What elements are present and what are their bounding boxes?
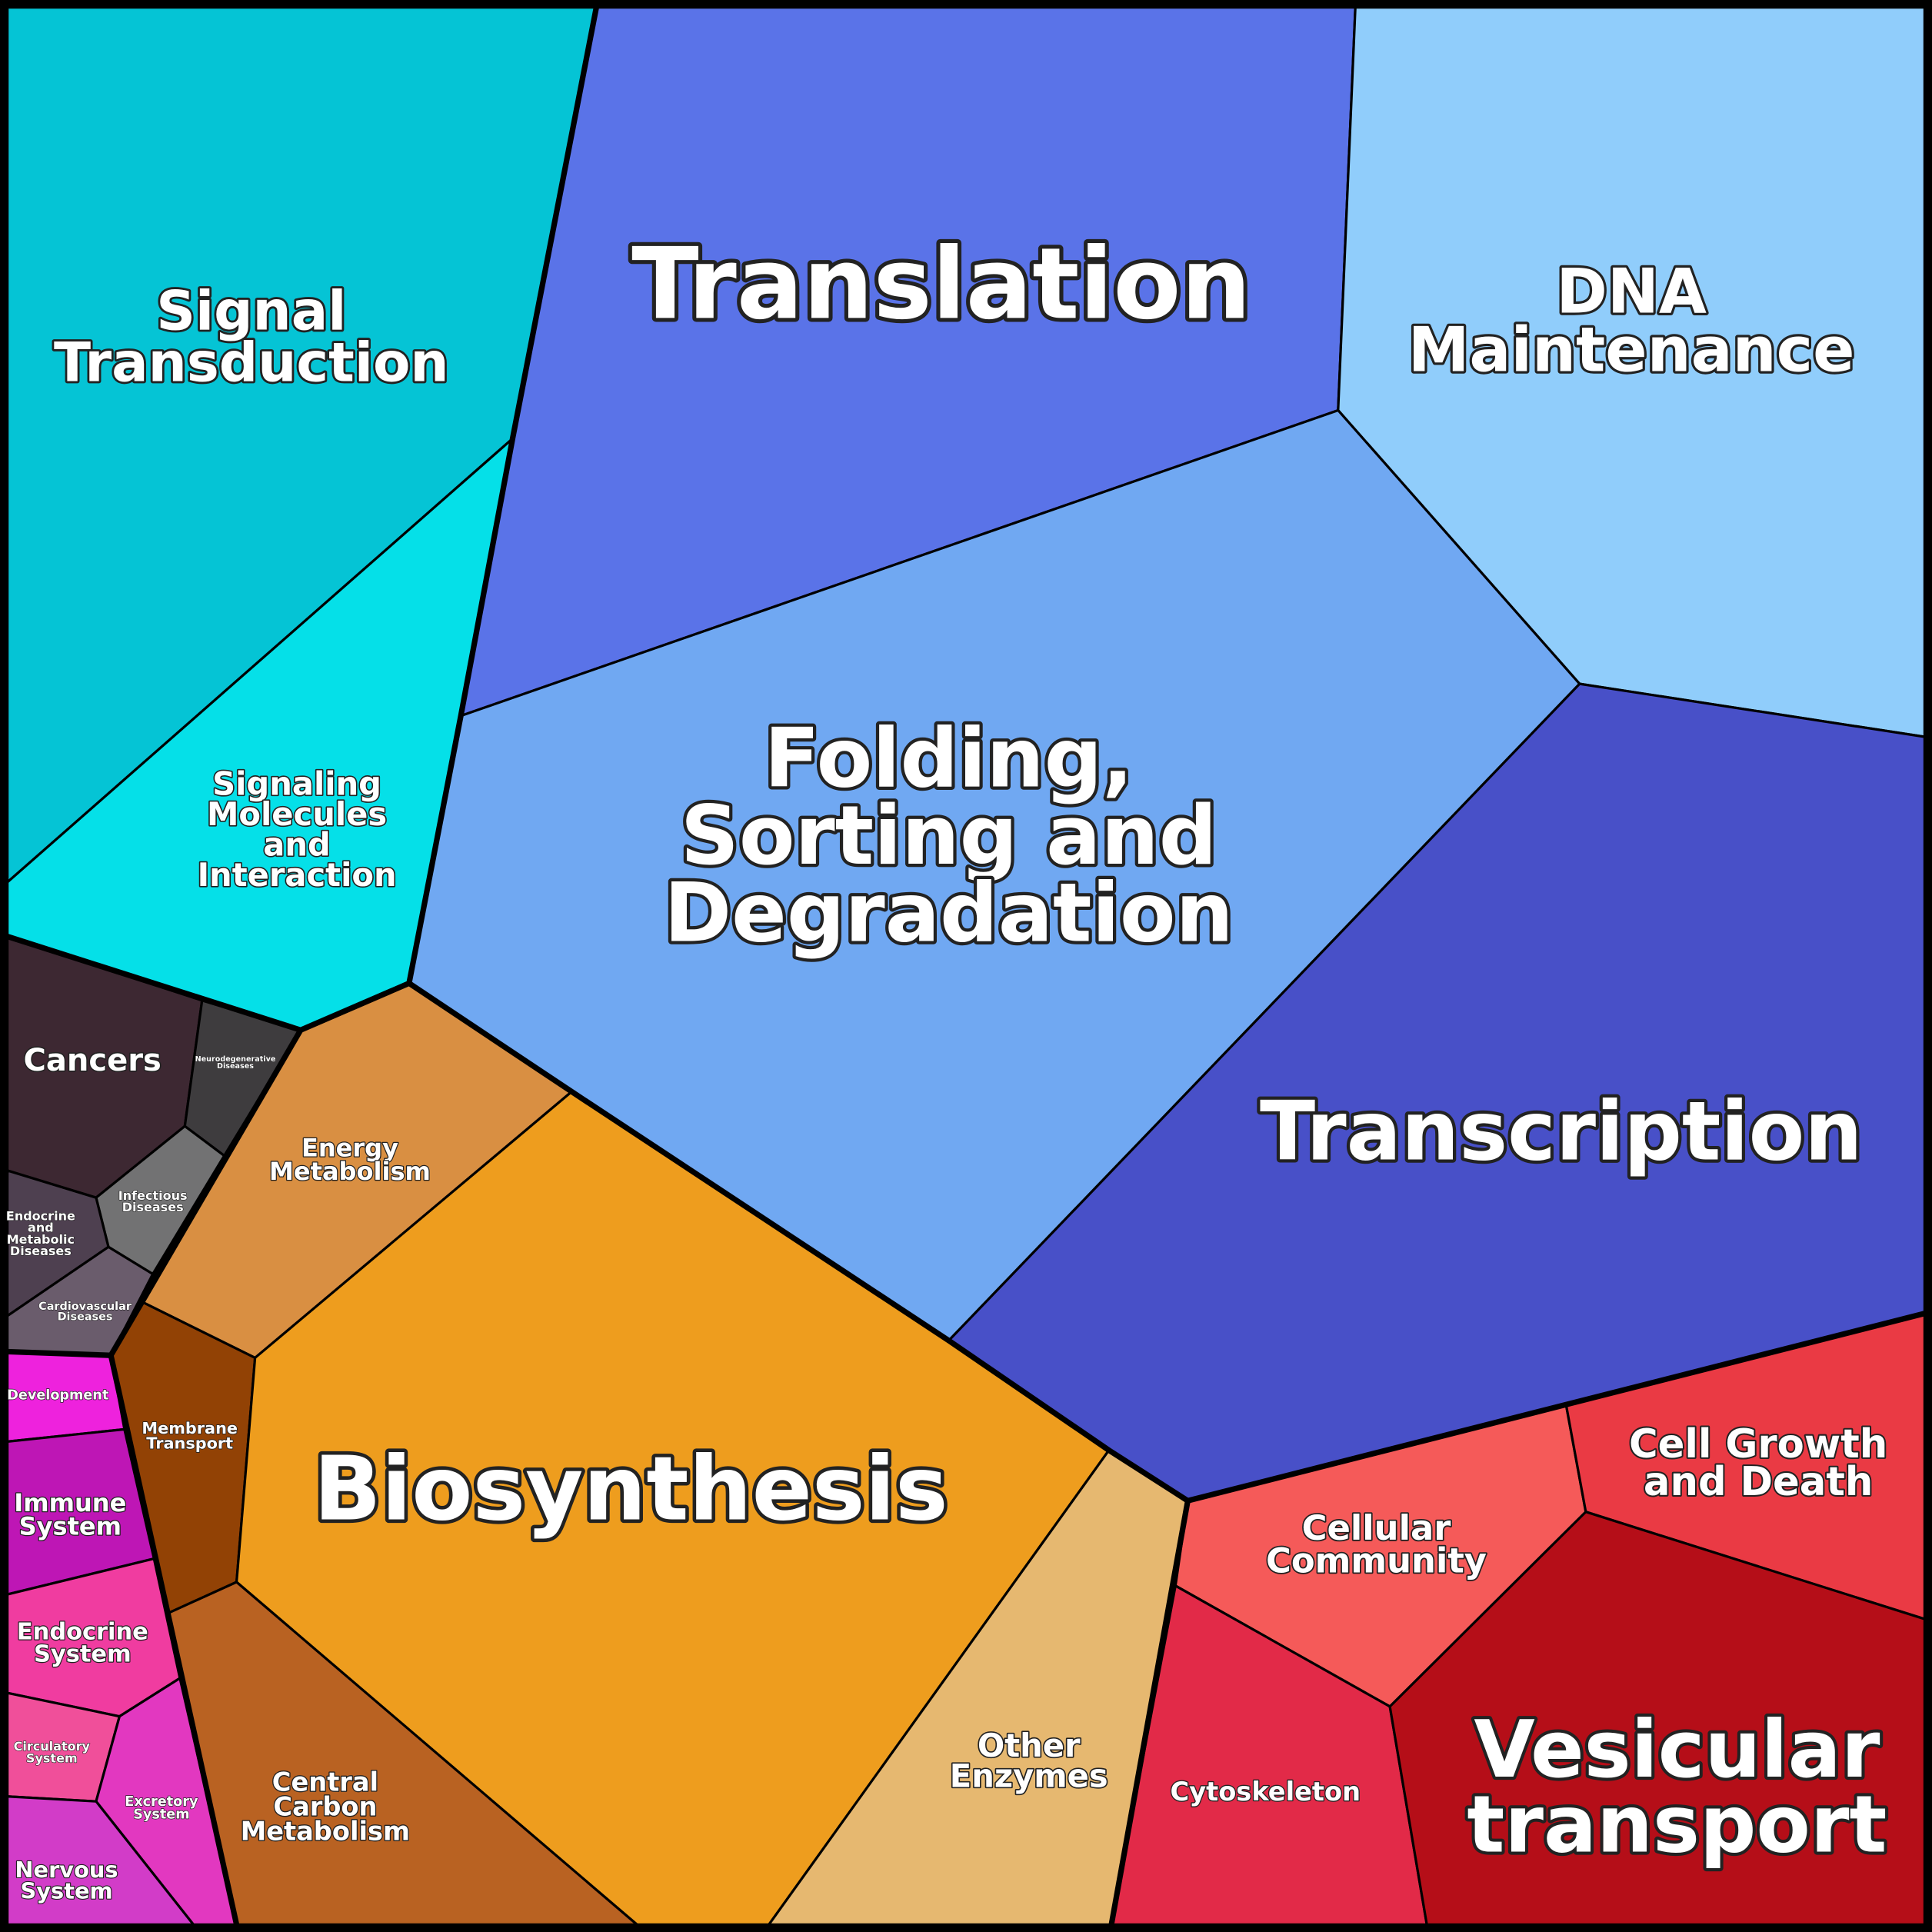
- label-development: Development: [7, 1388, 109, 1404]
- label-line: System: [26, 1750, 78, 1765]
- label-line: Immune: [14, 1488, 126, 1517]
- label-cytoskeleton: Cytoskeleton: [1171, 1777, 1361, 1807]
- label-line: and: [263, 826, 331, 864]
- label-line: Central: [272, 1767, 378, 1797]
- label-line: Diseases: [58, 1311, 113, 1323]
- label-line: Carbon: [273, 1791, 377, 1821]
- label-biosynthesis: Biosynthesis: [314, 1438, 948, 1541]
- label-line: transport: [1467, 1780, 1887, 1871]
- label-line: Signaling: [212, 764, 381, 802]
- label-line: Diseases: [10, 1244, 72, 1258]
- label-line: Transduction: [54, 331, 449, 395]
- label-line: Endocrine: [6, 1208, 75, 1223]
- label-line: Signal: [156, 280, 346, 343]
- label-line: Diseases: [122, 1200, 184, 1214]
- label-line: Enzymes: [950, 1757, 1108, 1795]
- label-line: Cell Growth: [1629, 1421, 1887, 1467]
- label-line: Energy: [301, 1134, 398, 1163]
- label-line: Diseases: [217, 1062, 254, 1071]
- label-line: DNA: [1556, 256, 1707, 328]
- label-translation: Translation: [631, 227, 1251, 341]
- label-line: Nervous: [15, 1857, 118, 1883]
- label-line: Cancers: [23, 1043, 161, 1078]
- label-line: Metabolic: [7, 1232, 75, 1247]
- label-line: Molecules: [207, 795, 387, 833]
- label-line: Cardiovascular: [38, 1301, 132, 1313]
- label-transcription: Transcription: [1260, 1084, 1863, 1179]
- label-line: System: [20, 1878, 112, 1904]
- label-cancers: Cancers: [23, 1043, 161, 1078]
- label-line: Infectious: [118, 1188, 188, 1203]
- label-line: Other: [978, 1727, 1081, 1764]
- label-line: Transcription: [1260, 1084, 1863, 1179]
- label-line: Neurodegenerative: [195, 1055, 276, 1064]
- label-line: Circulatory: [14, 1739, 91, 1754]
- label-line: Metabolism: [269, 1157, 431, 1186]
- label-line: and: [28, 1221, 54, 1235]
- label-line: Membrane: [142, 1419, 238, 1437]
- label-line: Degradation: [664, 866, 1233, 961]
- label-line: Cellular: [1302, 1507, 1451, 1548]
- label-line: Transport: [146, 1434, 233, 1453]
- label-line: Interaction: [198, 856, 397, 894]
- label-line: Community: [1266, 1540, 1487, 1581]
- label-line: System: [34, 1641, 132, 1668]
- label-line: Development: [7, 1388, 109, 1404]
- label-line: Excretory: [125, 1794, 198, 1810]
- label-line: System: [133, 1807, 189, 1823]
- group-borders: [6, 6, 1926, 1926]
- label-line: Sorting and: [681, 788, 1217, 883]
- label-line: Maintenance: [1408, 315, 1855, 386]
- label-line: Metabolism: [241, 1816, 410, 1846]
- label-line: Folding,: [764, 711, 1134, 806]
- label-line: Endocrine: [17, 1619, 148, 1646]
- label-line: System: [19, 1511, 122, 1541]
- label-line: and Death: [1644, 1459, 1873, 1505]
- label-line: Vesicular: [1474, 1704, 1880, 1796]
- label-line: Translation: [631, 227, 1251, 341]
- label-line: Cytoskeleton: [1171, 1777, 1361, 1807]
- label-line: Biosynthesis: [314, 1438, 948, 1541]
